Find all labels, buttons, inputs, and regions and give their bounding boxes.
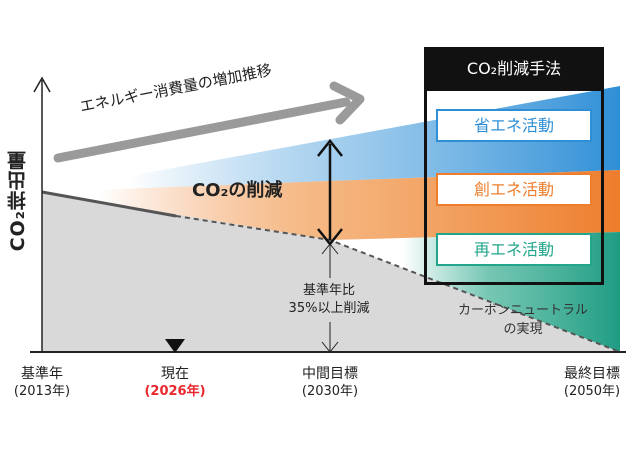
carbon-neutral-line-2: の実現: [503, 321, 543, 337]
methods-title: CO₂削減手法: [424, 47, 604, 91]
reduction-arrow-up-icon: [317, 138, 343, 157]
timeline-current-label: 現在: [161, 366, 189, 382]
timeline-final: 最終目標 (2050年): [550, 366, 634, 400]
trend-arrowhead-icon: [329, 81, 365, 125]
timeline-final-label: 最終目標: [564, 366, 620, 382]
timeline-baseline-label: 基準年: [21, 366, 63, 382]
comparison-arrow-down-icon: [321, 341, 339, 353]
timeline-current: 現在 (2026年): [133, 366, 217, 400]
comparison-arrow-up-icon: [321, 243, 339, 255]
timeline-midterm: 中間目標 (2030年): [288, 366, 372, 400]
method-energy-saving: 省エネ活動: [436, 109, 592, 142]
timeline-midterm-label: 中間目標: [302, 366, 358, 382]
timeline-current-year: (2026年): [144, 383, 206, 399]
timeline-baseline: 基準年 (2013年): [0, 366, 84, 400]
timeline-midterm-year: (2030年): [301, 383, 359, 399]
trend-arrow-icon: [53, 97, 351, 163]
method-energy-creation: 創エネ活動: [436, 173, 592, 206]
baseline-comparison-line-2: 35%以上削減: [288, 301, 370, 317]
y-axis-label: CO₂排出量: [7, 150, 29, 252]
timeline-baseline-year: (2013年): [13, 383, 71, 399]
emissions-area: [42, 192, 620, 352]
emissions-actual-line: [41, 190, 177, 218]
carbon-neutral-label: カーボンニュートラル の実現: [438, 302, 608, 340]
current-marker-icon: [165, 339, 185, 353]
co2-reduction-label: CO₂の削減: [192, 180, 283, 201]
baseline-comparison-line-1: 基準年比: [302, 283, 355, 298]
carbon-neutral-line-1: カーボンニュートラル: [457, 303, 588, 318]
timeline-final-year: (2050年): [563, 383, 621, 399]
method-renewable: 再エネ活動: [436, 233, 592, 266]
y-axis-arrow: [33, 76, 51, 93]
baseline-comparison-label: 基準年比 35%以上削減: [277, 282, 381, 319]
